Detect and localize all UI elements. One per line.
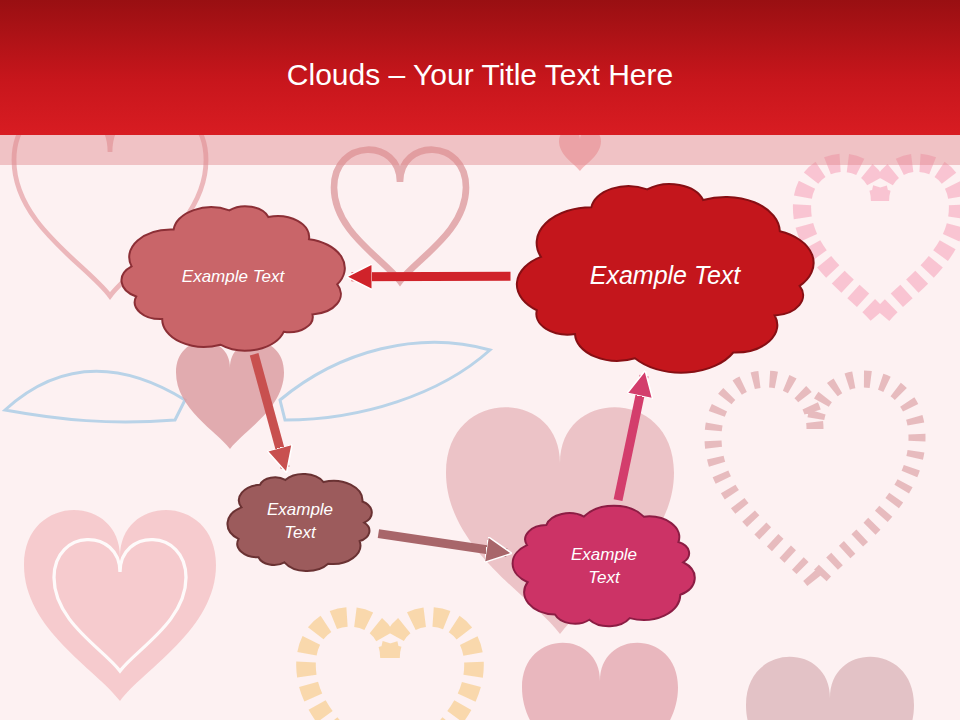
bottom-heart: [522, 643, 678, 720]
node-text: Example Text: [559, 544, 649, 590]
block-arrow: [254, 354, 285, 467]
dotted-heart: [713, 379, 917, 582]
flower-heart: [306, 617, 474, 720]
title-band: [0, 135, 960, 165]
cloud-outline: [500, 497, 708, 637]
bottom-heart: [746, 657, 914, 720]
cloud-path: [122, 206, 345, 350]
block-arrow: [351, 272, 510, 281]
cloud-path: [513, 506, 695, 626]
sketch-heart: [334, 150, 466, 281]
node-text: Example Text: [182, 266, 284, 289]
node-text-group: Example Text: [182, 266, 284, 289]
layered-heart: [24, 510, 216, 701]
cloud-path: [227, 474, 371, 571]
node-text: Example Text: [590, 259, 741, 293]
node-text-group: Example Text: [260, 499, 340, 545]
wing: [280, 342, 490, 420]
wing: [5, 371, 185, 422]
cloud-outline: [218, 466, 383, 578]
cloud-shape: Example Text: [108, 195, 358, 360]
node-text: Example Text: [260, 499, 340, 545]
flower-heart: [802, 163, 958, 318]
slide-title: Clouds – Your Title Text Here: [0, 0, 960, 90]
node-text-group: Example Text: [590, 259, 741, 293]
cloud-path: [517, 184, 814, 373]
layered-heart: [54, 540, 186, 671]
cloud-shape: Example Text: [500, 169, 830, 384]
block-arrow: [618, 376, 644, 500]
cloud-shape: Example Text: [218, 466, 383, 578]
block-arrow: [378, 534, 506, 553]
title-bar: Clouds – Your Title Text Here: [0, 0, 960, 135]
cloud-shape: Example Text: [500, 497, 708, 637]
node-text-group: Example Text: [559, 544, 649, 590]
